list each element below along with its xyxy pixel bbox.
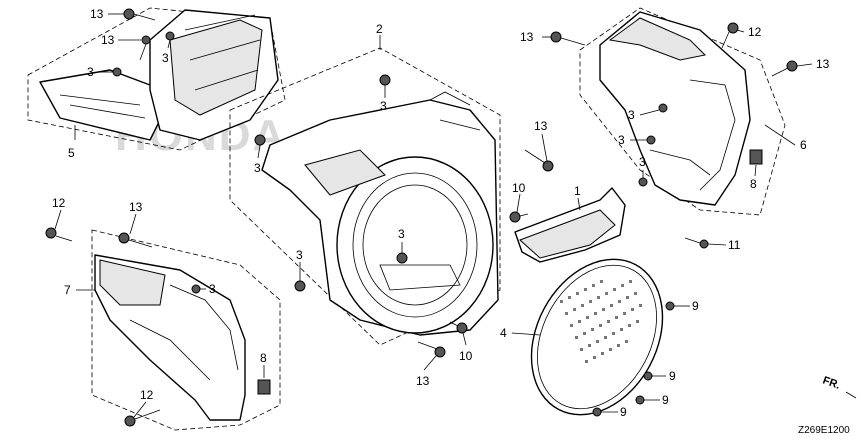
clip-8a [749,149,763,165]
callout-13: 13 [534,119,548,133]
callout-13: 13 [101,33,115,47]
callout-3: 3 [380,99,387,113]
callout-4: 4 [500,326,507,340]
bolt-12a [721,22,739,49]
callout-3: 3 [296,248,303,262]
callout-10: 10 [512,181,526,195]
part-5-upper-cover [27,7,286,151]
callout-3: 3 [87,65,94,79]
callout-5: 5 [68,146,75,160]
callout-3: 3 [209,282,216,296]
nut-3g [658,103,668,113]
screw-9a [665,301,675,311]
bolt-12b [45,227,73,242]
nut-3i [638,177,648,187]
part-6-right-cover [579,7,786,216]
bolt-13c [524,149,554,172]
nut-3c [379,74,391,86]
callout-13: 13 [90,7,104,21]
bolt-13b [139,35,151,61]
callout-12: 12 [52,196,66,210]
callout-12: 12 [748,25,762,39]
callout-13: 13 [520,30,534,44]
part-2-fan-cover [229,47,501,346]
part-7-lower-cover [91,229,281,431]
callout-10: 10 [459,349,473,363]
screw-9b [643,371,653,381]
bolt-13f [771,60,798,77]
nut-3d [254,134,266,146]
bolt-13d [417,341,446,358]
front-direction-arrow-icon [845,391,857,399]
nut-3j [191,284,201,294]
callout-9: 9 [692,299,699,313]
nut-3f [294,280,306,292]
callout-13: 13 [816,57,830,71]
part-4-mesh-screen [530,258,664,416]
callout-3: 3 [162,51,169,65]
callout-8: 8 [750,177,757,191]
callout-3: 3 [618,133,625,147]
bolt-10b [449,321,468,334]
callout-1: 1 [574,184,581,198]
callout-9: 9 [669,369,676,383]
bolt-11 [684,237,709,249]
nut-3b [112,67,122,77]
callout-6: 6 [800,138,807,152]
callout-9: 9 [662,393,669,407]
hardware-items [45,8,798,427]
callout-13: 13 [129,200,143,214]
callout-3: 3 [254,161,261,175]
nut-3e [396,252,408,264]
part-1-shroud-lip [514,187,626,263]
drawing-code: Z269E1200 [798,425,850,436]
clip-8b [257,379,271,395]
leader-lines [54,13,813,418]
nut-3h [646,135,656,145]
bolt-13e [550,31,586,46]
bolt-13g [118,232,153,248]
callout-labels: 13 13 3 3 5 2 3 3 13 10 3 3 10 13 13 12 … [52,7,830,419]
callout-9: 9 [620,405,627,419]
screw-9d [592,407,602,417]
callout-3: 3 [628,108,635,122]
callout-13: 13 [416,374,430,388]
callout-3: 3 [639,155,646,169]
bolt-13a [123,8,156,21]
bolt-10a [509,211,529,223]
bolt-12c [124,409,161,427]
callout-11: 11 [728,238,741,252]
callout-2: 2 [376,22,383,36]
callout-8: 8 [260,351,267,365]
front-direction-mark: FR. [821,375,857,399]
screw-9c [635,395,645,405]
nut-3a [165,31,175,41]
callout-12: 12 [140,388,154,402]
callout-3: 3 [398,227,405,241]
front-direction-label: FR. [821,375,842,392]
callout-7: 7 [64,283,71,297]
